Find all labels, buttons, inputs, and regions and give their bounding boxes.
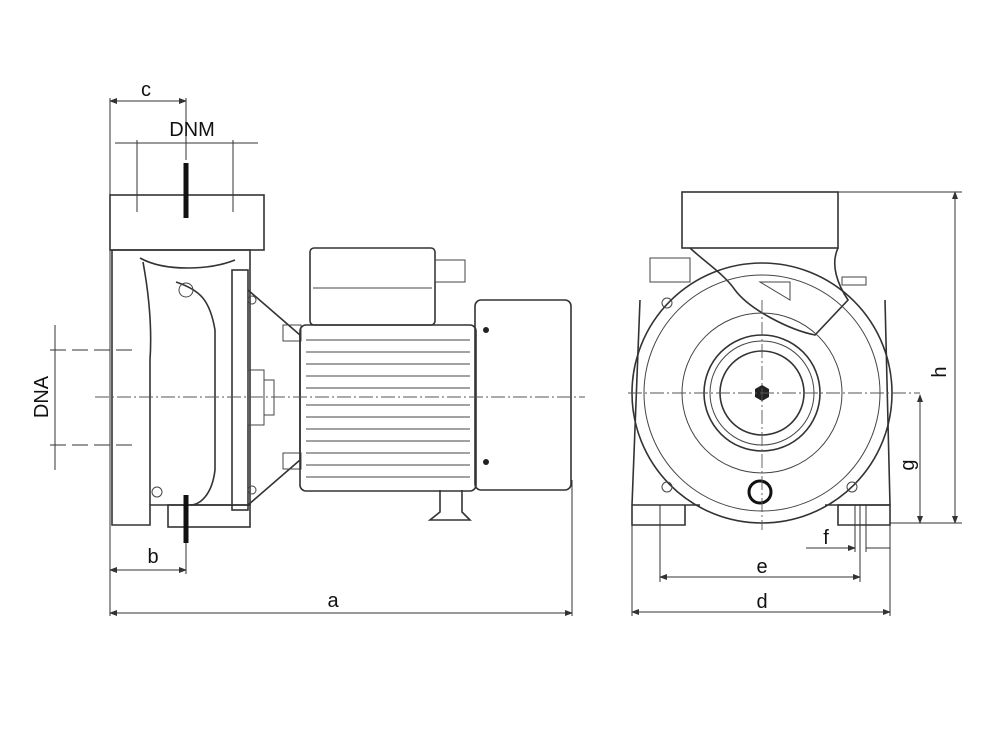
motor-cooling-fins [306, 339, 470, 478]
dimension-label-d: d [756, 591, 767, 613]
dimension-label-dna: DNA [31, 375, 53, 418]
dimension-label-e: e [756, 556, 767, 578]
dimension-label-c: c [141, 79, 151, 101]
dimension-label-a: a [327, 590, 339, 612]
dimension-label-dnm: DNM [169, 119, 215, 141]
front-view: d e f g h [628, 191, 962, 616]
dimension-label-f: f [823, 527, 829, 549]
dimension-label-g: g [897, 459, 919, 470]
dimension-label-h: h [929, 366, 951, 377]
side-view: c DNM DNA b a [31, 79, 585, 616]
dimension-label-b: b [147, 546, 158, 568]
